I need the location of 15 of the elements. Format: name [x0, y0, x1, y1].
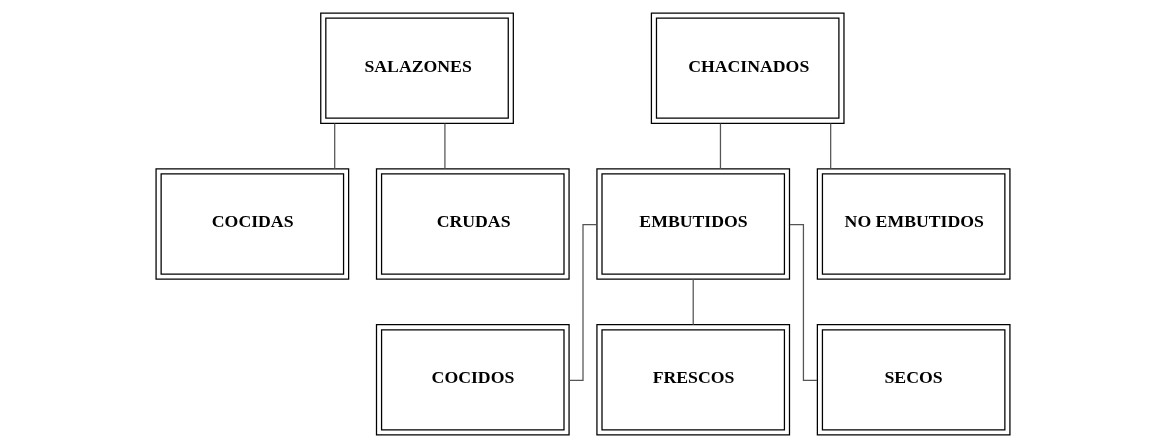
node-box: CHACINADOS [650, 12, 845, 124]
connector [829, 122, 831, 170]
node-box: COCIDOS [375, 324, 570, 436]
node-box: SALAZONES [319, 12, 514, 124]
node-box: NO EMBUTIDOS [816, 168, 1011, 280]
node-box: FRESCOS [595, 324, 790, 436]
node-box: CRUDAS [375, 168, 570, 280]
connector [719, 122, 721, 170]
node-box: EMBUTIDOS [595, 168, 790, 280]
connector [692, 278, 694, 326]
node-box: SECOS [816, 324, 1011, 436]
connector [443, 122, 446, 170]
node-box: COCIDAS [154, 168, 349, 280]
connector [333, 122, 335, 170]
connector [788, 224, 818, 382]
